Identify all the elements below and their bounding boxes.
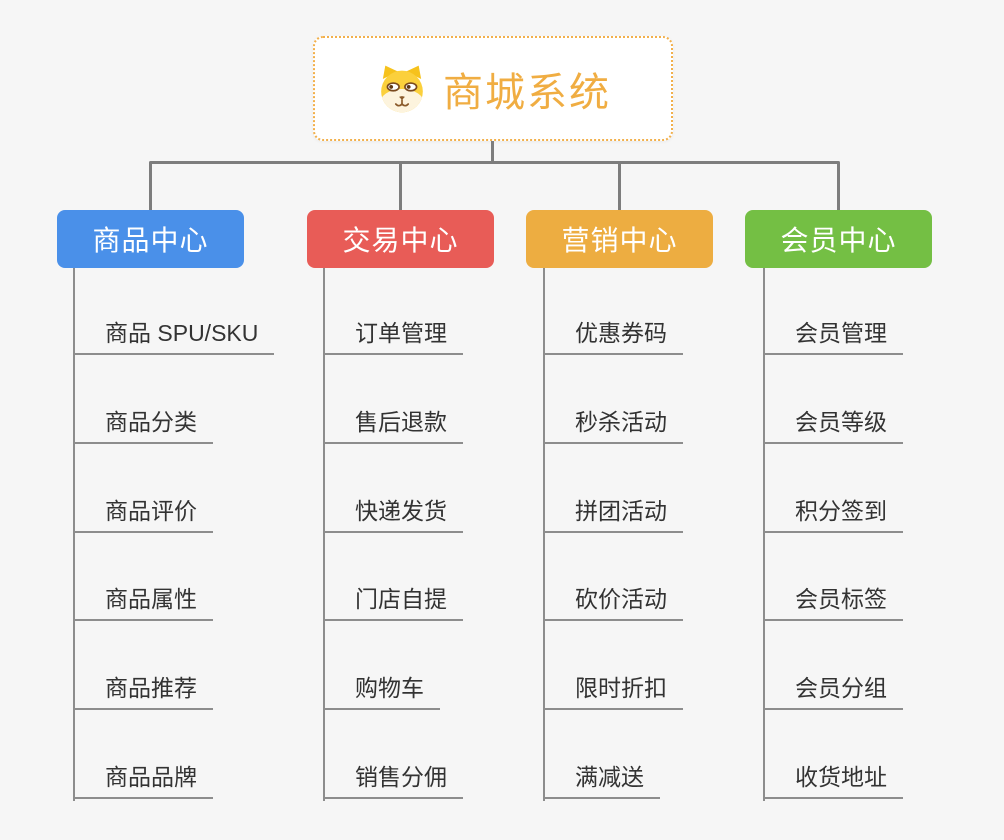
leaf-item[interactable]: 商品分类 — [73, 408, 213, 444]
leaf-item[interactable]: 会员管理 — [763, 319, 903, 355]
leaf-item[interactable]: 限时折扣 — [543, 674, 683, 711]
leaf-item[interactable]: 秒杀活动 — [543, 408, 683, 444]
branch-box-product[interactable]: 商品中心 — [57, 210, 244, 268]
connector-root-stub — [491, 141, 494, 163]
leaf-item[interactable]: 购物车 — [323, 674, 440, 711]
leaf-item[interactable]: 商品属性 — [73, 585, 213, 622]
leaf-item[interactable]: 售后退款 — [323, 408, 463, 444]
root-node[interactable]: 商城系统 — [313, 36, 673, 141]
leaf-item[interactable]: 商品推荐 — [73, 674, 213, 711]
leaf-item[interactable]: 快递发货 — [323, 497, 463, 533]
branch-leaves-marketing: 优惠券码秒杀活动拼团活动砍价活动限时折扣满减送 — [543, 268, 683, 799]
branch-trunk-member — [763, 268, 765, 801]
leaf-item[interactable]: 拼团活动 — [543, 497, 683, 533]
connector-drop-trade — [399, 163, 402, 210]
leaf-item[interactable]: 会员等级 — [763, 408, 903, 444]
leaf-item[interactable]: 会员标签 — [763, 585, 903, 622]
connector-drop-marketing — [618, 163, 621, 210]
branch-trunk-product — [73, 268, 75, 801]
branch-box-member[interactable]: 会员中心 — [745, 210, 932, 268]
branch-trunk-trade — [323, 268, 325, 801]
branch-leaves-trade: 订单管理售后退款快递发货门店自提购物车销售分佣 — [323, 268, 463, 799]
leaf-item[interactable]: 积分签到 — [763, 497, 903, 533]
branch-box-trade[interactable]: 交易中心 — [307, 210, 494, 268]
leaf-item[interactable]: 商品品牌 — [73, 763, 213, 799]
leaf-item[interactable]: 商品 SPU/SKU — [73, 319, 275, 355]
branch-box-marketing[interactable]: 营销中心 — [526, 210, 713, 268]
shiba-dog-icon — [381, 65, 423, 112]
leaf-item[interactable]: 订单管理 — [323, 319, 463, 355]
leaf-item[interactable]: 满减送 — [543, 763, 660, 799]
leaf-item[interactable]: 优惠券码 — [543, 319, 683, 355]
leaf-item[interactable]: 收货地址 — [763, 763, 903, 799]
root-title: 商城系统 — [443, 70, 611, 115]
connector-drop-member — [837, 163, 840, 210]
leaf-item[interactable]: 砍价活动 — [543, 585, 683, 622]
connector-drop-product — [149, 163, 152, 210]
leaf-item[interactable]: 销售分佣 — [323, 763, 463, 799]
branch-trunk-marketing — [543, 268, 545, 801]
leaf-item[interactable]: 会员分组 — [763, 674, 903, 711]
branch-leaves-product: 商品 SPU/SKU 商品分类商品评价商品属性商品推荐商品品牌 — [73, 268, 275, 799]
branch-leaves-member: 会员管理会员等级积分签到会员标签会员分组收货地址 — [763, 268, 903, 799]
leaf-item[interactable]: 商品评价 — [73, 497, 213, 533]
leaf-item[interactable]: 门店自提 — [323, 585, 463, 622]
connector-horizontal — [149, 161, 840, 164]
